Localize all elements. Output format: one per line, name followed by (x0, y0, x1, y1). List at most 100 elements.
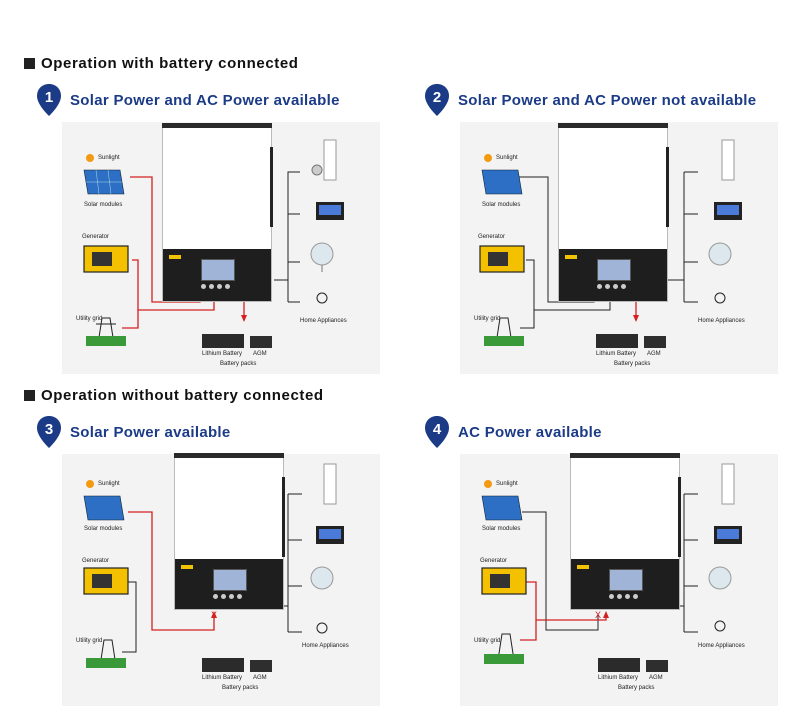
label-battery-packs: Battery packs (618, 685, 655, 691)
label-utility-grid: Utility grid (474, 316, 501, 322)
label-generator: Generator (82, 234, 110, 240)
fan-icon (310, 242, 334, 266)
scenario-title: Solar Power available (70, 423, 231, 441)
sun-icon (86, 480, 94, 488)
label-agm: AGM (253, 351, 267, 357)
agm-battery-icon (644, 336, 666, 348)
scenario-3-heading: 3 Solar Power available (36, 415, 231, 449)
sun-icon (86, 154, 94, 162)
solar-panel-icon (83, 495, 125, 521)
scenario-number: 1 (45, 89, 53, 106)
label-lithium-battery: Lithium Battery (596, 351, 637, 357)
wiring-diagram: X (481, 463, 742, 672)
scenario-number: 4 (433, 421, 442, 438)
diagram-panel-2: X X Sunlight Solar modules Generator Uti… (460, 122, 778, 374)
label-solar-modules: Solar modules (84, 202, 123, 208)
section-title-with-battery: Operation with battery connected (24, 55, 299, 72)
label-battery-packs: Battery packs (220, 361, 257, 367)
solar-panel-icon (481, 169, 523, 195)
section-title-text: Operation without battery connected (41, 387, 324, 404)
map-pin-number-icon: 1 (37, 84, 61, 116)
agm-battery-icon (250, 660, 272, 672)
label-generator: Generator (480, 558, 508, 564)
inverter-unit (570, 453, 681, 610)
scenario-title: AC Power available (458, 423, 602, 441)
map-pin-number-icon: 4 (425, 416, 449, 448)
agm-battery-icon (646, 660, 668, 672)
air-conditioner-icon (721, 139, 735, 181)
label-sunlight: Sunlight (98, 481, 120, 487)
label-agm: AGM (647, 351, 661, 357)
label-generator: Generator (82, 558, 110, 564)
label-utility-grid: Utility grid (76, 316, 103, 322)
diagram-panel-4: X Sunlight Solar modules Generator Utili… (460, 453, 778, 706)
agm-battery-icon (250, 336, 272, 348)
fan-icon (310, 566, 334, 590)
label-agm: AGM (253, 675, 267, 681)
label-solar-modules: Solar modules (482, 202, 521, 208)
air-conditioner-icon (323, 139, 337, 181)
wiring-diagram: X X (479, 139, 742, 348)
label-generator: Generator (478, 234, 506, 240)
cross-mark: X (595, 610, 601, 620)
map-pin-number-icon: 3 (37, 416, 61, 448)
sun-icon (484, 154, 492, 162)
lcd-screen (201, 259, 235, 281)
wiring-diagram: X (83, 463, 344, 672)
light-bulb-icon (316, 622, 328, 634)
inverter-unit (558, 123, 669, 302)
cross-mark: X (211, 610, 217, 620)
diagram-panel-3: X Sunlight Solar modules Generator Utili… (62, 453, 380, 706)
label-utility-grid: Utility grid (76, 638, 103, 644)
lithium-battery-icon (202, 334, 244, 348)
map-pin-number-icon: 2 (425, 84, 449, 116)
lithium-battery-icon (202, 658, 244, 672)
label-lithium-battery: Lithium Battery (202, 351, 243, 357)
sun-icon (484, 480, 492, 488)
label-home-appliances: Home Appliances (300, 318, 347, 324)
label-home-appliances: Home Appliances (302, 643, 349, 649)
scenario-1-heading: 1 Solar Power and AC Power available (36, 83, 340, 117)
label-sunlight: Sunlight (496, 481, 518, 487)
wiring-diagram (83, 139, 344, 348)
solar-panel-icon (481, 495, 523, 521)
light-bulb-icon (714, 292, 726, 304)
label-sunlight: Sunlight (496, 155, 518, 161)
air-conditioner-icon (323, 463, 337, 505)
air-conditioner-icon (721, 463, 735, 505)
scenario-title: Solar Power and AC Power available (70, 91, 340, 109)
fan-icon (708, 566, 732, 590)
label-lithium-battery: Lithium Battery (598, 675, 639, 681)
lcd-screen (213, 569, 247, 591)
warning-sticker-icon (577, 565, 589, 569)
diagram-panel-1: Sunlight Solar modules Generator Utility… (62, 122, 380, 374)
label-agm: AGM (649, 675, 663, 681)
scenario-number: 2 (433, 89, 441, 106)
label-sunlight: Sunlight (98, 155, 120, 161)
scenario-number: 3 (45, 421, 53, 438)
square-bullet-icon (24, 390, 35, 401)
inverter-unit (162, 123, 273, 302)
warning-sticker-icon (181, 565, 193, 569)
label-battery-packs: Battery packs (222, 685, 259, 691)
section-title-text: Operation with battery connected (41, 55, 299, 72)
label-solar-modules: Solar modules (84, 526, 123, 532)
lithium-battery-icon (596, 334, 638, 348)
lcd-screen (609, 569, 643, 591)
label-solar-modules: Solar modules (482, 526, 521, 532)
scenario-4-heading: 4 AC Power available (424, 415, 602, 449)
scenario-title: Solar Power and AC Power not available (458, 91, 757, 109)
light-bulb-icon (316, 292, 328, 304)
label-home-appliances: Home Appliances (698, 643, 745, 649)
label-battery-packs: Battery packs (614, 361, 651, 367)
fan-icon (708, 242, 732, 266)
light-bulb-icon (714, 620, 726, 632)
section-title-without-battery: Operation without battery connected (24, 387, 324, 404)
lithium-battery-icon (598, 658, 640, 672)
label-lithium-battery: Lithium Battery (202, 675, 243, 681)
label-utility-grid: Utility grid (474, 638, 501, 644)
lcd-screen (597, 259, 631, 281)
generator-icon (83, 567, 129, 595)
warning-sticker-icon (169, 255, 181, 259)
inverter-unit (174, 453, 285, 610)
